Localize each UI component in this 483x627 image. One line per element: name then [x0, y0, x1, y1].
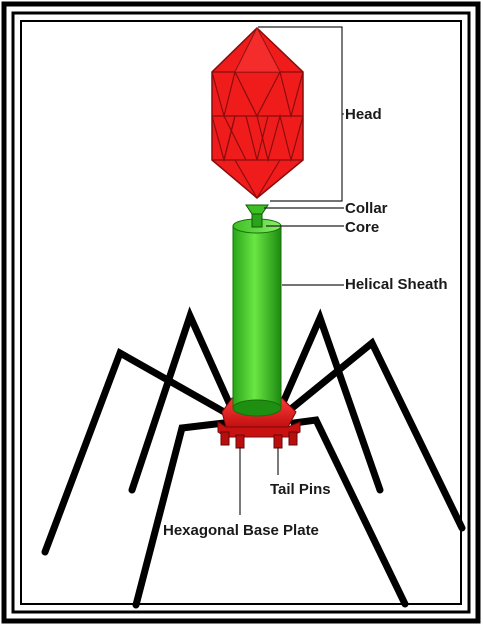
- tail-fiber-right-front: [294, 420, 405, 604]
- helical-sheath: [233, 219, 281, 416]
- tail-fiber-left-front: [136, 423, 224, 605]
- tail-fiber-right-mid: [286, 343, 462, 528]
- label-base-plate: Hexagonal Base Plate: [163, 522, 319, 539]
- label-core: Core: [345, 219, 379, 236]
- label-collar: Collar: [345, 200, 388, 217]
- label-head: Head: [345, 106, 382, 123]
- label-tail-pins: Tail Pins: [270, 481, 331, 498]
- label-helical-sheath: Helical Sheath: [345, 276, 448, 293]
- icosahedral-head: [212, 28, 303, 198]
